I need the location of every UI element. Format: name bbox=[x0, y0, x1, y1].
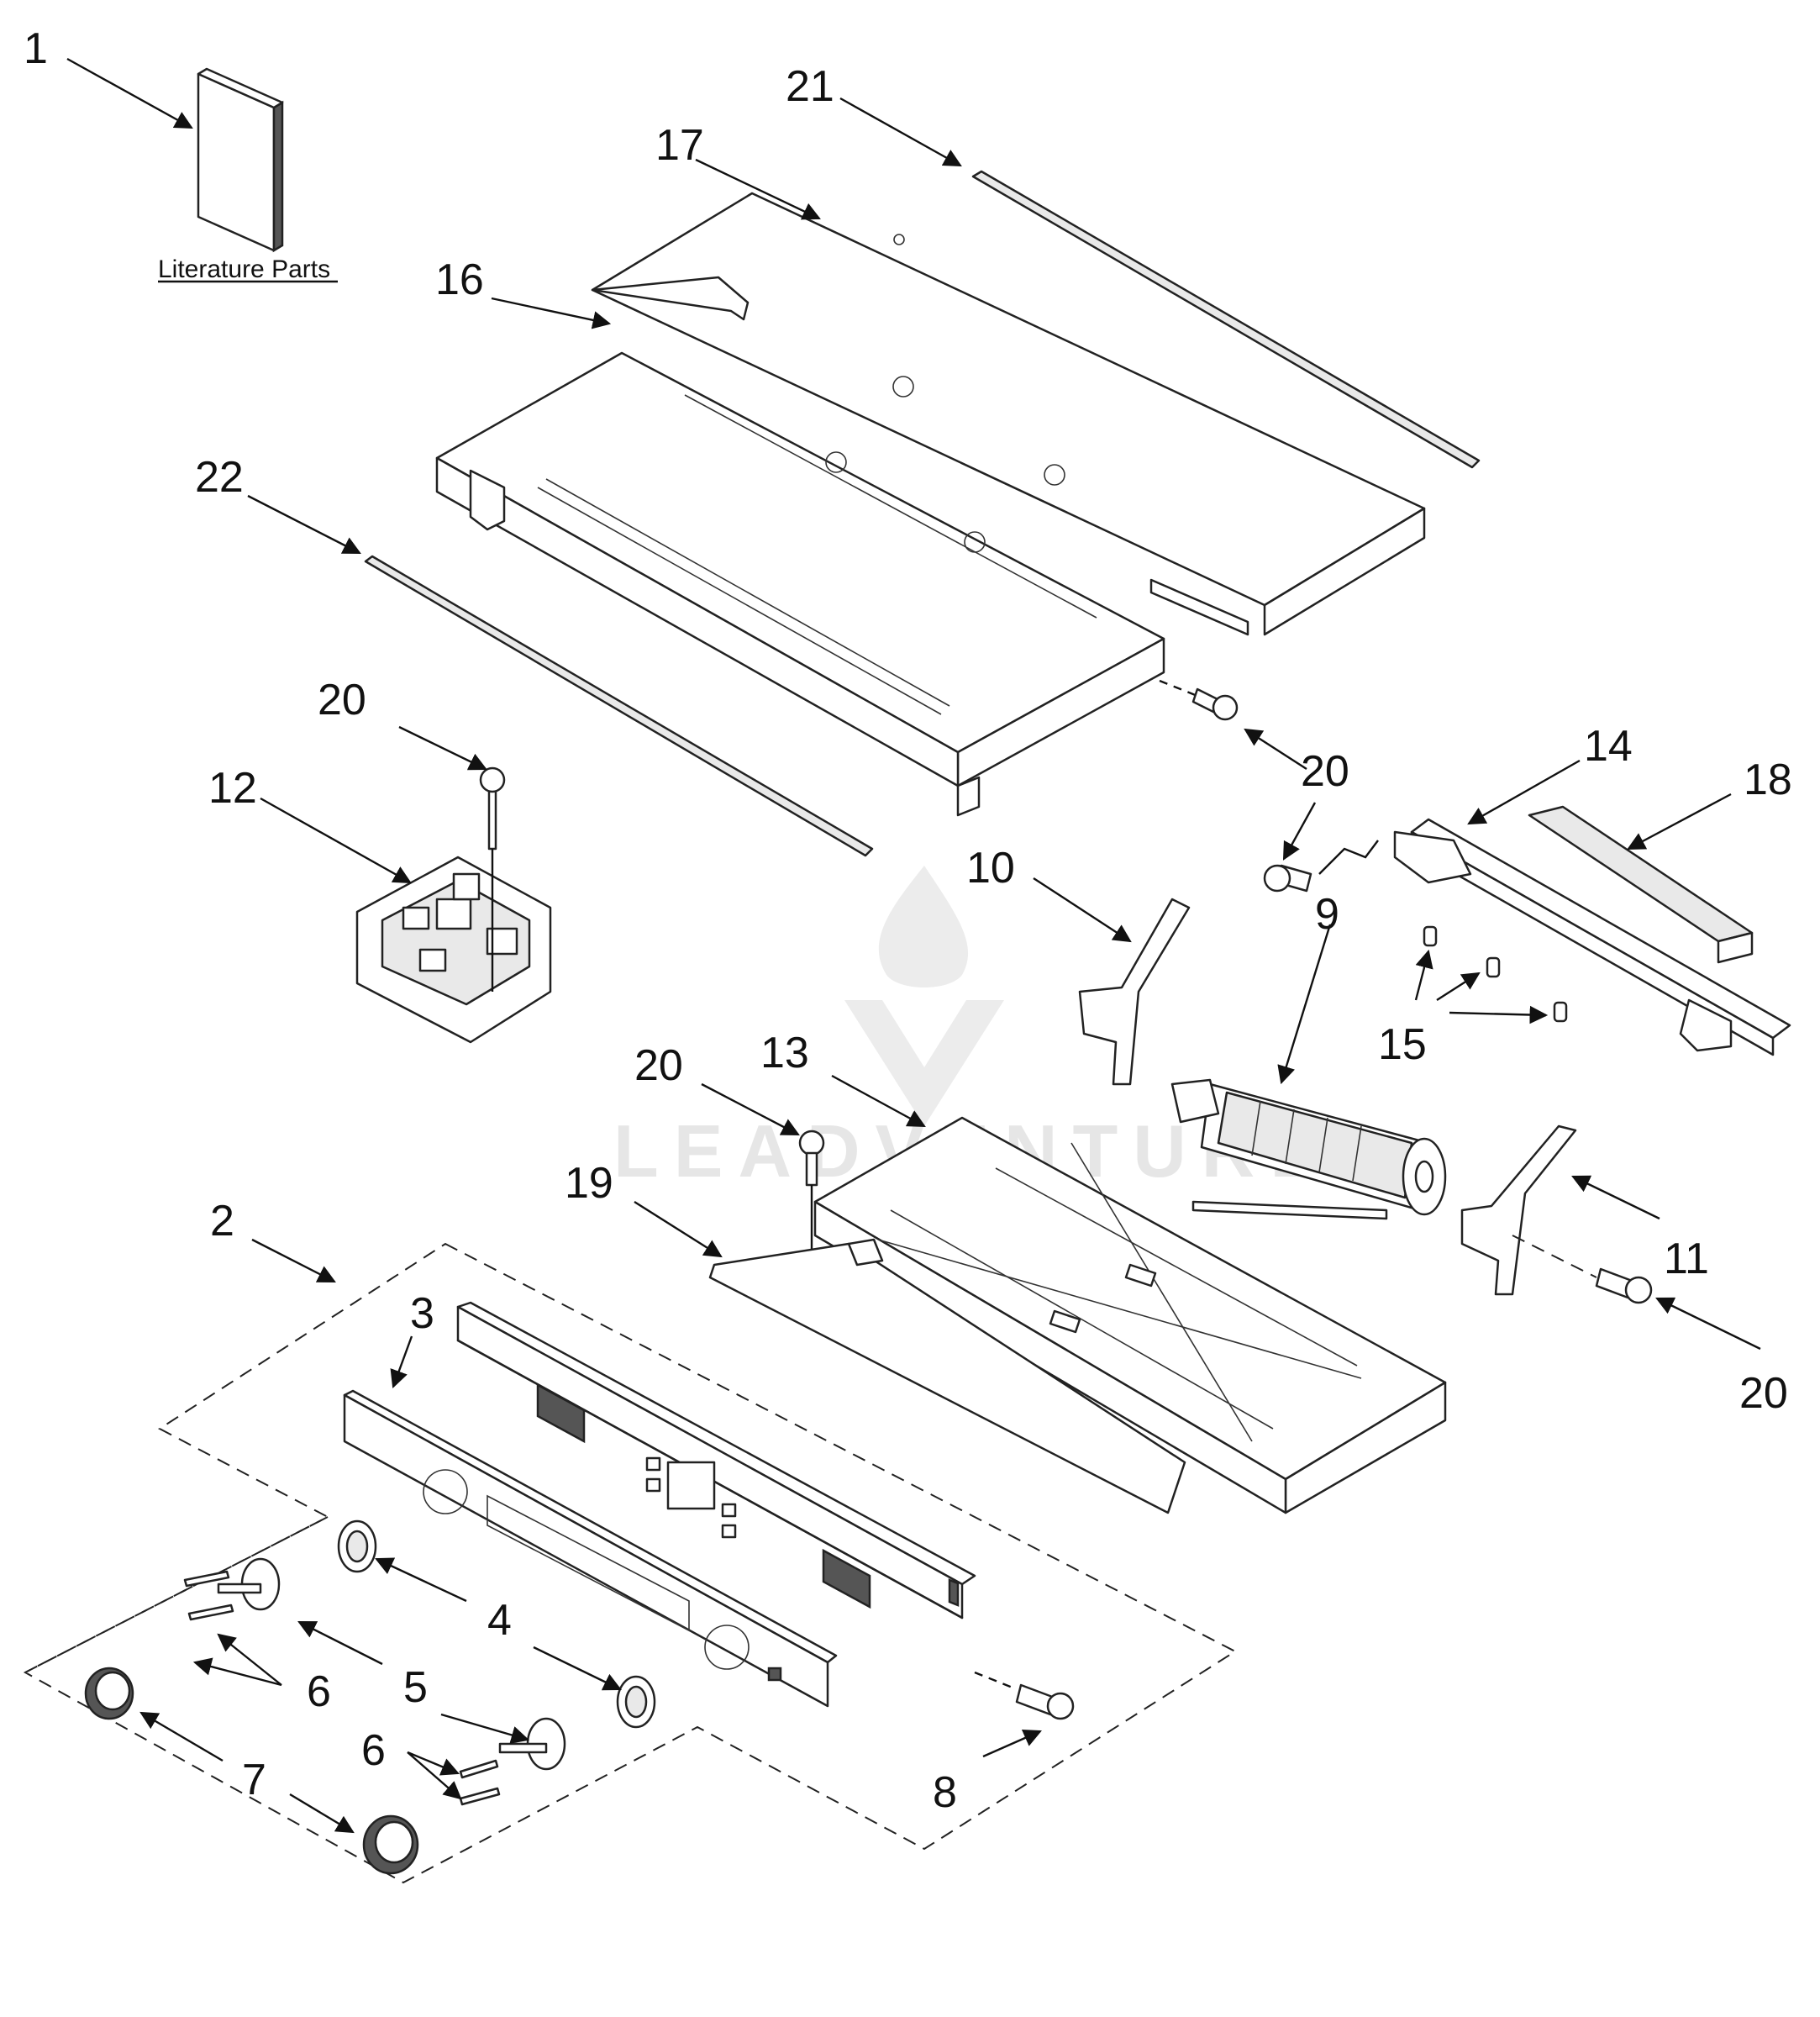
callout-6-upper[interactable]: 6 bbox=[307, 1667, 331, 1716]
part-16-lower-shield[interactable] bbox=[435, 351, 1165, 817]
part-15-pins[interactable] bbox=[1423, 925, 1568, 1023]
part-5-shaft-upper[interactable] bbox=[217, 1557, 281, 1611]
callout-16[interactable]: 16 bbox=[435, 255, 484, 304]
part-14-bracket[interactable] bbox=[1318, 818, 1791, 1056]
part-17-upper-shield[interactable] bbox=[591, 192, 1426, 636]
callout-6-lower[interactable]: 6 bbox=[361, 1726, 386, 1775]
part-6-pins-lower[interactable] bbox=[459, 1759, 501, 1806]
part-20-screw-fan[interactable] bbox=[1595, 1267, 1653, 1304]
part-8-screw[interactable] bbox=[974, 1671, 1075, 1720]
part-2-console[interactable] bbox=[456, 1301, 976, 1619]
part-6-pins-upper[interactable] bbox=[183, 1570, 234, 1621]
part-20-screw-bracket[interactable] bbox=[1263, 864, 1312, 893]
watermark-v-icon bbox=[844, 1000, 1004, 1126]
part-7-bezel-upper[interactable] bbox=[84, 1667, 134, 1720]
part-11-dash bbox=[1512, 1235, 1597, 1278]
callout-4[interactable]: 4 bbox=[487, 1596, 512, 1645]
callout-22[interactable]: 22 bbox=[195, 453, 244, 502]
part-18-insulation[interactable] bbox=[1528, 805, 1754, 964]
callout-1[interactable]: 1 bbox=[24, 24, 48, 73]
literature-parts-booklet[interactable] bbox=[197, 67, 284, 253]
callout-5[interactable]: 5 bbox=[403, 1663, 428, 1712]
part-2-assembly-outline bbox=[23, 1242, 1238, 1884]
callout-18[interactable]: 18 bbox=[1744, 756, 1792, 804]
part-4-knob-ring-upper[interactable] bbox=[337, 1519, 377, 1573]
callout-11[interactable]: 11 bbox=[1664, 1235, 1709, 1283]
part-9-blower-fan[interactable] bbox=[1170, 1078, 1447, 1220]
part-20-screw-base[interactable] bbox=[798, 1130, 825, 1252]
callout-15[interactable]: 15 bbox=[1378, 1020, 1427, 1069]
callout-20-fan[interactable]: 20 bbox=[1739, 1369, 1788, 1418]
part-20-screw-tray[interactable] bbox=[1159, 679, 1239, 721]
callout-21[interactable]: 21 bbox=[786, 62, 834, 111]
callout-13[interactable]: 13 bbox=[760, 1029, 809, 1077]
callouts: 1 21 17 16 22 20 12 20 14 18 10 9 15 20 … bbox=[24, 24, 1792, 1817]
part-2-inner-outline bbox=[24, 1516, 329, 1673]
callout-20-board[interactable]: 20 bbox=[318, 676, 366, 724]
callout-10[interactable]: 10 bbox=[966, 844, 1015, 893]
part-22-strip[interactable] bbox=[364, 555, 874, 857]
callout-20-base[interactable]: 20 bbox=[634, 1041, 683, 1090]
part-13-base-plate[interactable] bbox=[813, 1116, 1447, 1514]
leader-lines bbox=[66, 57, 1761, 1834]
watermark-flame-icon bbox=[878, 866, 969, 987]
callout-12[interactable]: 12 bbox=[208, 764, 257, 813]
part-19-shield-strip[interactable] bbox=[708, 1238, 1186, 1514]
part-4-knob-ring-lower[interactable] bbox=[616, 1675, 656, 1729]
part-10-fan-bracket[interactable] bbox=[1078, 898, 1191, 1086]
part-5-shaft-lower[interactable] bbox=[498, 1717, 566, 1771]
callout-7[interactable]: 7 bbox=[242, 1756, 266, 1804]
callout-20-tray[interactable]: 20 bbox=[1301, 747, 1349, 796]
callout-3[interactable]: 3 bbox=[410, 1289, 434, 1338]
part-7-bezel-lower[interactable] bbox=[362, 1814, 419, 1875]
callout-2[interactable]: 2 bbox=[210, 1197, 234, 1245]
part-21-strip[interactable] bbox=[971, 170, 1481, 469]
callout-14[interactable]: 14 bbox=[1584, 722, 1633, 771]
part-11-fan-bracket[interactable] bbox=[1460, 1124, 1577, 1296]
part-3-fascia[interactable] bbox=[343, 1389, 838, 1708]
callout-8[interactable]: 8 bbox=[933, 1768, 957, 1817]
callout-9[interactable]: 9 bbox=[1315, 890, 1339, 939]
callout-17[interactable]: 17 bbox=[655, 121, 704, 170]
callout-19[interactable]: 19 bbox=[565, 1159, 613, 1208]
literature-parts-label: Literature Parts bbox=[158, 255, 330, 283]
part-12-control-board[interactable] bbox=[355, 766, 552, 1044]
